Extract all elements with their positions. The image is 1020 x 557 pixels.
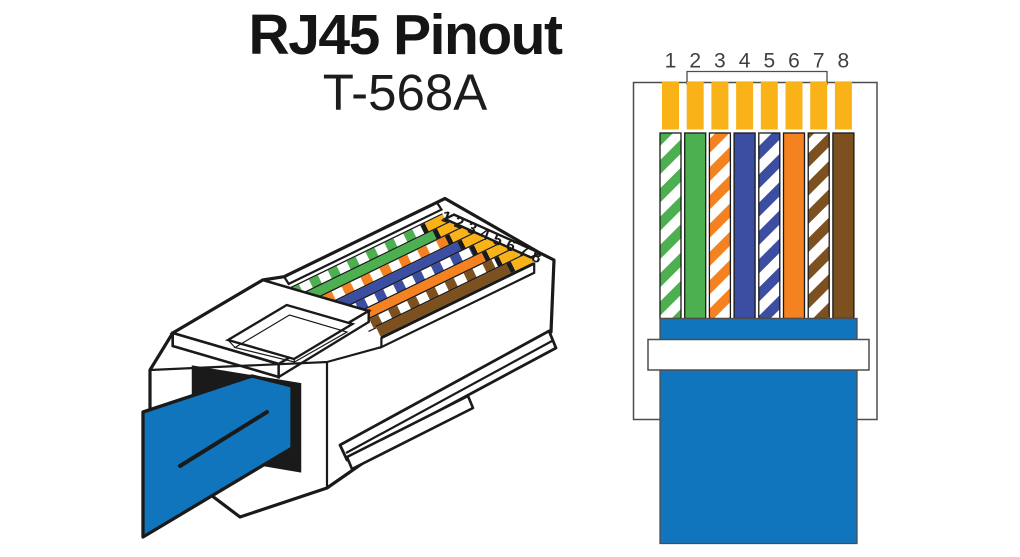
front-pin-3 (711, 82, 729, 130)
front-wire-white-brown (807, 132, 830, 320)
title-block: RJ45 Pinout T-568A (115, 6, 695, 119)
front-pin-number-3: 3 (714, 50, 726, 73)
latch-wedge-lower (345, 394, 475, 471)
crimp-window (225, 303, 356, 361)
front-wire-blue (733, 132, 756, 320)
perspective-pin-5 (473, 236, 497, 255)
front-pins (662, 82, 852, 130)
wire-channel (289, 213, 534, 338)
front-pin-number-8: 8 (838, 50, 850, 73)
perspective-wire-green (301, 218, 461, 305)
cable (141, 374, 294, 539)
perspective-pin-6 (486, 241, 509, 260)
front-wire-brown (832, 132, 855, 320)
perspective-pin-8 (510, 252, 534, 271)
front-pin-6 (785, 82, 803, 130)
crimp-window-floor (227, 314, 349, 363)
cable-highlight-line (178, 410, 269, 468)
front-pin-number-1: 1 (665, 50, 677, 73)
front-latch-tab (686, 70, 828, 85)
perspective-pin-7 (498, 247, 522, 266)
connector-outline (148, 196, 556, 519)
standard-label: T-568A (322, 64, 488, 122)
front-pin-number-7: 7 (813, 50, 825, 73)
latch-wedge-fold (345, 340, 553, 454)
front-pin-1 (662, 82, 679, 130)
front-pin-number-2: 2 (689, 50, 701, 73)
perspective-pin-4 (461, 230, 485, 249)
perspective-wire-blue (326, 229, 485, 316)
perspective-pin-1 (424, 214, 448, 233)
front-pin-number-6: 6 (788, 50, 800, 73)
perspective-wire-brown (375, 251, 534, 338)
front-pin-number-4: 4 (739, 50, 751, 73)
page-title: RJ45 Pinout (248, 3, 563, 67)
perspective-pin-3 (449, 225, 472, 244)
front-pin-4 (736, 82, 754, 130)
perspective-wire-orange (350, 240, 510, 327)
front-pin-2 (686, 82, 704, 130)
body-edges (149, 346, 382, 488)
front-wire-orange (782, 132, 806, 320)
near-channel-wall (380, 262, 536, 349)
front-strain-band (647, 338, 870, 371)
front-wire-white-orange (708, 132, 732, 320)
perspective-wire-white-blue (338, 235, 497, 322)
perspective-wire-white-green (289, 213, 448, 300)
perspective-pin-2 (437, 219, 460, 238)
front-pin-7 (810, 82, 828, 130)
perspective-wire-white-brown (363, 246, 522, 333)
front-pin-number-5: 5 (763, 50, 775, 73)
front-wire-white-blue (758, 132, 781, 320)
perspective-wire-white-orange (314, 224, 473, 311)
front-wire-green (684, 132, 707, 320)
front-pin-5 (760, 82, 778, 130)
front-pin-8 (834, 82, 852, 130)
front-wire-white-green (659, 132, 682, 320)
